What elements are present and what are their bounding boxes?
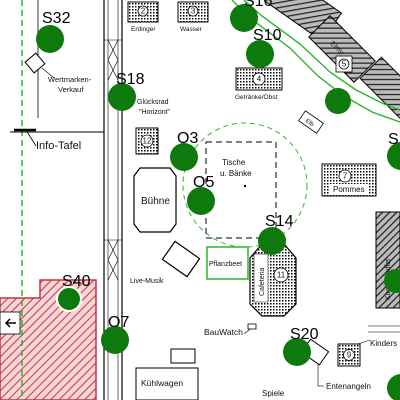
marker-bottom-right[interactable] (387, 374, 400, 400)
kuehlwagen-small (170, 348, 196, 364)
stall-7-number: 7 (343, 172, 348, 181)
stall-9-number: 9 (347, 351, 352, 360)
marker-S32-label: S32 (42, 10, 71, 27)
marker-S10-label: S10 (253, 27, 282, 44)
elb-box (297, 110, 325, 134)
arrow-left-icon (4, 318, 16, 328)
marker-S10[interactable] (246, 40, 274, 68)
wertmarken-kiosk (24, 52, 46, 74)
bauwatch-label: BauWatch (204, 327, 243, 337)
marker-S20-label: S20 (290, 326, 319, 343)
spiele-label: Spiele (262, 389, 285, 398)
marker-S14-label: S14 (265, 213, 294, 230)
marker-right-mid[interactable] (384, 269, 400, 293)
marker-O5-label: O5 (193, 174, 214, 191)
wasser-label: Wasser (180, 26, 203, 33)
stall-4-number: 4 (257, 75, 262, 84)
tische-label-1: Tische (222, 158, 246, 167)
pflanzbeet (206, 246, 249, 280)
tables-circle (182, 122, 308, 248)
marker-S40[interactable] (56, 286, 82, 312)
marker-S18-label: S18 (116, 71, 145, 88)
pflanzbeet-label: Pflanzbeet (209, 261, 242, 268)
erdinger-label: Erdinger (131, 26, 156, 33)
stall-2-number: 2 (141, 7, 146, 16)
wertmarken-label-1: Wertmarken- (48, 75, 92, 84)
live-musik-box (161, 240, 201, 278)
elb-label: Elb (304, 118, 315, 128)
marker-S32[interactable] (36, 25, 64, 53)
stall-11-number: 11 (277, 271, 286, 280)
marker-S18[interactable] (108, 83, 136, 111)
marker-S14[interactable] (258, 227, 286, 255)
marker-O7-label: O7 (108, 314, 129, 331)
live-musik-label: Live-Musik (130, 278, 164, 285)
marker-S-right-label: S (388, 131, 399, 148)
marker-O3[interactable] (170, 143, 198, 171)
road-ticks (107, 39, 119, 281)
green-path-upper-2 (243, 0, 400, 111)
pommes-label: Pommes (333, 185, 365, 194)
marker-O3-label: O3 (177, 130, 198, 147)
entenangeln-label: Entenangeln (326, 382, 371, 391)
hatched-tent-elmy (308, 15, 376, 83)
buehne-stage (133, 167, 177, 233)
marker-S40-label: S40 (62, 273, 91, 290)
tische-label-2: u. Bänke (220, 169, 252, 178)
gluecksrad-label-2: "Horizont" (139, 109, 171, 116)
wertmarken-label-2: Verkauf (58, 85, 84, 94)
markers: S32 S16 S10 S18 O3 O5 S14 S40 O7 S20 S (36, 0, 400, 400)
hatched-tent-right (359, 56, 400, 122)
kinder-label: Kinders (370, 339, 397, 348)
getraenke-label: Getränke/Obst (235, 94, 277, 101)
stall-3-number: 3 (191, 7, 196, 16)
marker-O5[interactable] (187, 187, 215, 215)
marker-upper-right[interactable] (325, 88, 351, 114)
marker-S-right[interactable] (387, 142, 400, 170)
marker-O7[interactable] (101, 326, 129, 354)
buehne-label: Bühne (141, 196, 170, 207)
gluecksrad-label-1: Glücksrad (137, 99, 169, 106)
kuehlwagen-label: Kühlwagen (141, 378, 183, 388)
info-tafel-label: Info-Tafel (36, 140, 81, 152)
stall-5-number: 5 (342, 60, 347, 69)
marker-S16[interactable] (230, 4, 258, 32)
marker-S16-label: S16 (244, 0, 273, 10)
kuehlwagen (135, 367, 199, 400)
cafeteria-label: Cafeteria (259, 267, 266, 296)
marker-S20[interactable] (283, 338, 311, 366)
stall-12-number: 12 (143, 137, 152, 146)
